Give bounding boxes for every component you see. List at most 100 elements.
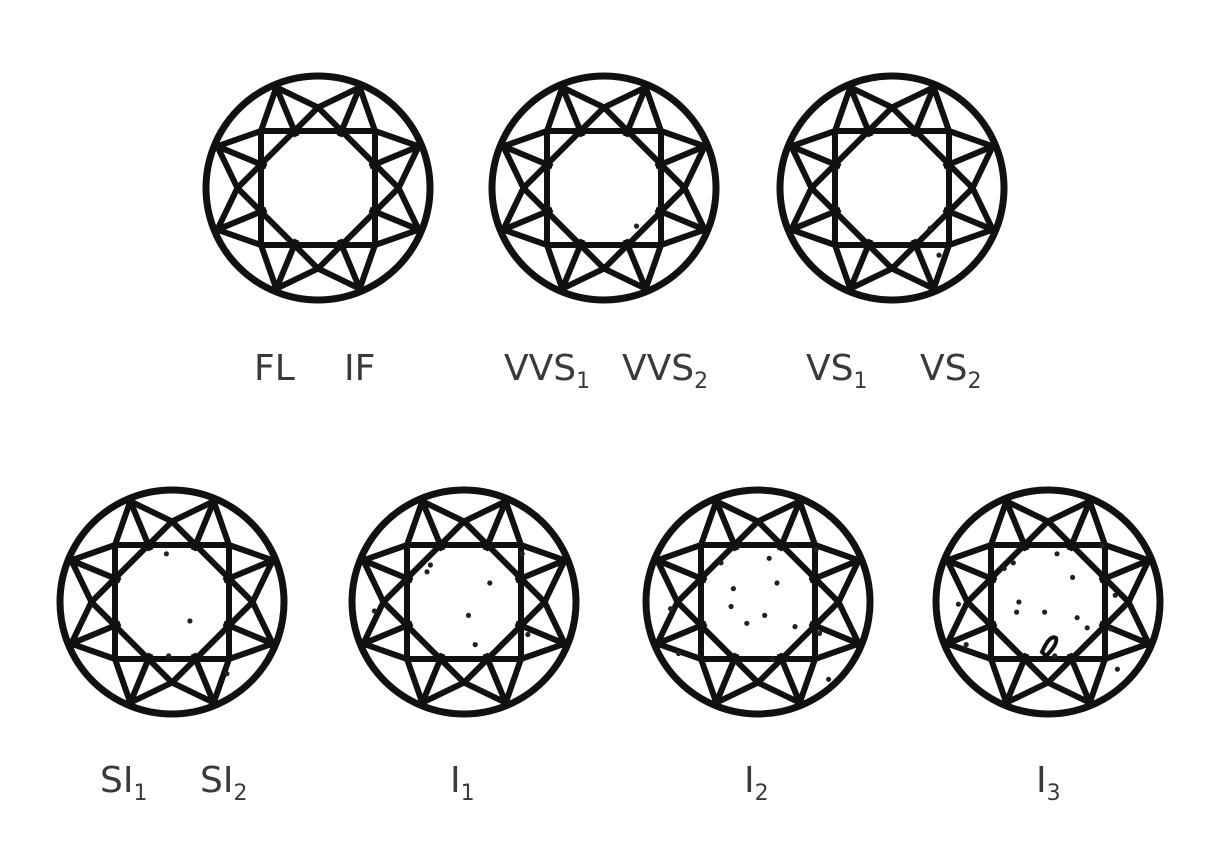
girdle-facet-line: [273, 238, 300, 290]
girdle-facet-line: [656, 620, 708, 647]
inclusion-dot: [817, 630, 823, 637]
inclusion-dot: [1074, 615, 1080, 621]
girdle-facet-line: [419, 652, 446, 704]
inclusion-dot: [774, 580, 780, 586]
girdle-facet-line: [336, 86, 363, 138]
inclusion-dot: [187, 618, 193, 624]
inclusion-dot: [1070, 574, 1076, 581]
inclusion-dot: [668, 606, 674, 612]
girdle-facet-line: [910, 238, 937, 290]
grade-label-si2: SI2: [200, 760, 247, 806]
diamonds-layer: [56, 72, 1164, 718]
inclusion-dot: [728, 603, 734, 610]
girdle-outline: [348, 486, 580, 718]
girdle-facet-line: [127, 500, 154, 552]
star-facets: [788, 84, 996, 292]
diamond-i2: [642, 486, 874, 718]
girdle-facet-line: [368, 206, 420, 233]
girdle-facet-line: [942, 206, 994, 233]
inclusion-dot: [1016, 599, 1022, 605]
diamond-fl-if: [202, 72, 434, 304]
girdle-facet-line: [419, 500, 446, 552]
girdle-facet-line: [190, 652, 217, 704]
girdle-facet-line: [216, 206, 268, 233]
grade-label-i1: I1: [450, 760, 475, 806]
inclusion-dot: [744, 620, 750, 626]
girdle-facet-line: [946, 557, 998, 584]
girdle-facet-line: [776, 500, 803, 552]
inclusion-dot: [1084, 625, 1090, 631]
inclusion-dot: [472, 642, 478, 648]
inclusion-dot: [1052, 653, 1058, 659]
star-facets: [360, 498, 568, 706]
girdle-outline: [642, 486, 874, 718]
girdle-facet-line: [514, 620, 566, 647]
inclusion-dot: [770, 656, 776, 662]
inclusion-dot: [766, 555, 772, 561]
inclusion-dot: [224, 671, 230, 677]
star-facets: [500, 84, 708, 292]
girdle-facet-line: [216, 143, 268, 170]
inclusion-dot: [762, 612, 768, 619]
grade-label-vs2: VS2: [920, 348, 981, 394]
grade-label-i3: I3: [1036, 760, 1061, 806]
girdle-facet-line: [70, 557, 122, 584]
girdle-facet-line: [502, 206, 554, 233]
star-facets: [214, 84, 422, 292]
girdle-facet-line: [1003, 500, 1030, 552]
girdle-facet-line: [1098, 557, 1150, 584]
grade-label-if: IF: [344, 348, 375, 389]
girdle-facet-line: [336, 238, 363, 290]
inclusion-dot: [675, 650, 682, 657]
inclusion-dot: [1114, 666, 1120, 672]
girdle-facet-line: [482, 652, 509, 704]
diamond-i1: [348, 486, 580, 718]
girdle-facet-line: [273, 86, 300, 138]
inclusion-dot: [487, 580, 493, 586]
girdle-facet-line: [942, 143, 994, 170]
girdle-facet-line: [222, 557, 274, 584]
girdle-facet-line: [656, 557, 708, 584]
girdle-facet-line: [1066, 500, 1093, 552]
diamond-i3: [932, 486, 1164, 718]
inclusion-dot: [465, 612, 472, 619]
grade-label-vvs1: VVS1: [504, 348, 590, 394]
inclusion-dot: [730, 586, 737, 592]
girdle-outline: [932, 486, 1164, 718]
inclusion-dot: [519, 551, 525, 557]
grade-label-vvs2: VVS2: [622, 348, 708, 394]
girdle-facet-line: [654, 206, 706, 233]
girdle-outline: [56, 486, 288, 718]
girdle-facet-line: [776, 652, 803, 704]
girdle-facet-line: [559, 86, 586, 138]
inclusion-dot: [955, 601, 962, 607]
inclusion-dot: [427, 562, 433, 568]
grade-label-i2: I2: [744, 760, 769, 806]
girdle-facet-line: [790, 143, 842, 170]
girdle-outline: [202, 72, 434, 304]
girdle-facet-line: [654, 143, 706, 170]
star-facets: [68, 498, 276, 706]
grade-label-fl: FL: [254, 348, 295, 389]
girdle-facet-line: [808, 620, 860, 647]
inclusion-dot: [936, 252, 942, 258]
girdle-facet-line: [514, 557, 566, 584]
girdle-outline: [776, 72, 1008, 304]
inclusion-dot: [633, 223, 640, 229]
inclusion-dot: [1010, 560, 1016, 566]
girdle-facet-line: [622, 86, 649, 138]
inclusion-dot: [1108, 626, 1114, 632]
inclusion-dot: [826, 676, 832, 682]
girdle-outline: [488, 72, 720, 304]
inclusion-dot: [166, 653, 172, 659]
girdle-facet-line: [362, 620, 414, 647]
inclusion-dot: [1112, 592, 1118, 598]
inclusion-dot: [525, 631, 531, 638]
inclusion-dot: [927, 225, 933, 231]
girdle-facet-line: [559, 238, 586, 290]
girdle-facet-line: [790, 206, 842, 233]
girdle-facet-line: [808, 557, 860, 584]
inclusion-dot: [963, 642, 969, 648]
grade-label-vs1: VS1: [806, 348, 867, 394]
